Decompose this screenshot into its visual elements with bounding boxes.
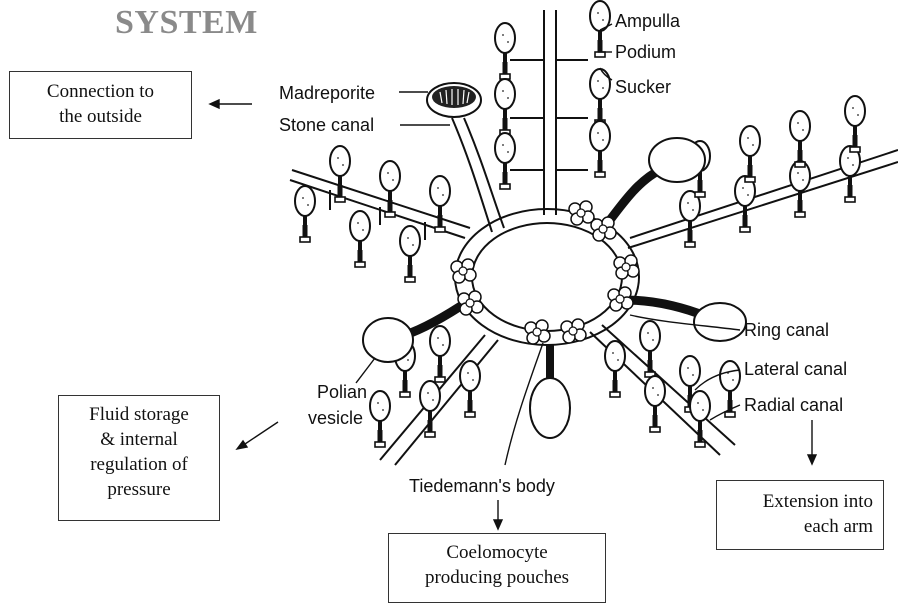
note-connection: Connection to the outside bbox=[9, 71, 192, 139]
note-extension: Extension into each arm bbox=[716, 480, 884, 550]
label-madreporite: Madreporite bbox=[279, 83, 375, 103]
note-connection-line-2: the outside bbox=[10, 104, 191, 129]
top-arm bbox=[495, 1, 610, 215]
note-fluid-line-3: regulation of bbox=[59, 452, 219, 477]
label-ring-canal: Ring canal bbox=[744, 320, 829, 340]
label-stone-canal: Stone canal bbox=[279, 115, 374, 135]
note-extension-line-2: each arm bbox=[717, 514, 873, 539]
label-polian-vesicle-1: Polian bbox=[317, 382, 367, 402]
note-fluid-line-2: & internal bbox=[59, 427, 219, 452]
label-podium: Podium bbox=[615, 42, 676, 62]
label-polian-vesicle-2: vesicle bbox=[308, 408, 363, 428]
madreporite bbox=[427, 83, 481, 117]
label-ampulla: Ampulla bbox=[615, 11, 681, 31]
note-fluid-storage: Fluid storage & internal regulation of p… bbox=[58, 395, 220, 521]
left-arm bbox=[290, 146, 470, 282]
label-tiedemanns-body: Tiedemann's body bbox=[409, 476, 555, 496]
note-connection-line-1: Connection to bbox=[10, 79, 191, 104]
label-sucker: Sucker bbox=[615, 77, 671, 97]
page-heading: SYSTEM bbox=[115, 4, 258, 42]
stone-canal bbox=[452, 118, 504, 232]
label-radial-canal: Radial canal bbox=[744, 395, 843, 415]
note-coelomocyte: Coelomocyte producing pouches bbox=[388, 533, 606, 603]
note-fluid-line-1: Fluid storage bbox=[59, 402, 219, 427]
note-coelomocyte-line-1: Coelomocyte bbox=[389, 540, 605, 565]
note-coelomocyte-line-2: producing pouches bbox=[389, 565, 605, 590]
note-fluid-line-4: pressure bbox=[59, 477, 219, 502]
note-extension-line-1: Extension into bbox=[717, 489, 873, 514]
label-lateral-canal: Lateral canal bbox=[744, 359, 847, 379]
